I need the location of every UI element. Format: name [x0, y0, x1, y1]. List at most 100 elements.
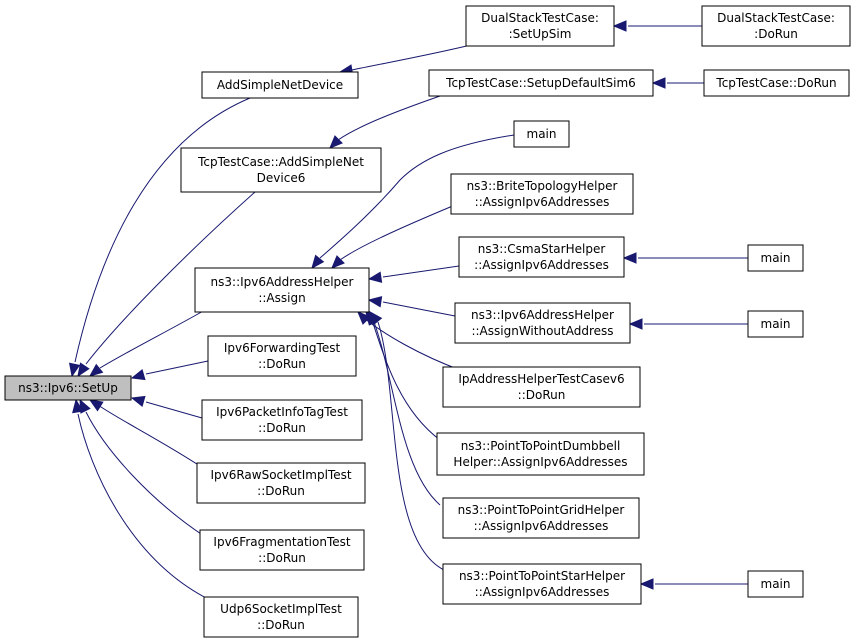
edge-tcpadd-to-root — [77, 191, 256, 378]
edge-csma-to-assign — [367, 265, 460, 283]
node-tcpsetup[interactable]: TcpTestCase::SetupDefaultSim6 — [428, 69, 654, 97]
node-box — [207, 335, 357, 377]
node-star[interactable]: ns3::PointToPointStarHelper::AssignIpv6A… — [442, 563, 642, 605]
arrowhead — [367, 296, 383, 308]
node-dumbbell[interactable]: ns3::PointToPointDumbbellHelper::AssignI… — [436, 432, 645, 476]
node-box — [513, 120, 570, 148]
edge-line — [74, 97, 251, 363]
node-label-line: ::DoRun — [257, 618, 305, 632]
node-label-line: Ipv6ForwardingTest — [224, 341, 341, 355]
node-box — [747, 244, 804, 272]
node-brite[interactable]: ns3::BriteTopologyHelper::AssignIpv6Addr… — [450, 173, 634, 215]
edge-frag-to-root — [79, 398, 205, 537]
arrowhead — [651, 77, 666, 89]
arrowhead — [357, 311, 371, 325]
node-box — [442, 563, 642, 605]
node-label-line: DualStackTestCase: — [481, 11, 599, 25]
edge-line — [85, 411, 205, 537]
node-box — [194, 267, 370, 313]
edge-line — [85, 191, 256, 365]
edge-line — [351, 43, 476, 71]
node-label-line: ns3::Ipv6AddressHelper — [471, 308, 614, 322]
arrowhead — [311, 254, 325, 270]
node-label-line: ns3::CsmaStarHelper — [478, 242, 606, 256]
node-label-line: ::DoRun — [258, 357, 306, 371]
node-root[interactable]: ns3::Ipv6::SetUp — [4, 375, 132, 401]
arrowhead — [612, 20, 627, 32]
node-label-line: IpAddressHelperTestCasev6 — [458, 372, 624, 386]
edge-tcprun-to-tcpsetup — [651, 77, 704, 89]
edge-line — [99, 309, 206, 369]
node-box — [747, 310, 804, 338]
arrowhead — [628, 318, 643, 330]
node-box — [703, 69, 850, 97]
edge-main0-to-assign — [311, 134, 515, 270]
node-main3[interactable]: main — [747, 570, 804, 598]
node-pkt[interactable]: Ipv6PacketInfoTagTest::DoRun — [201, 399, 363, 441]
node-fwd[interactable]: Ipv6ForwardingTest::DoRun — [207, 335, 357, 377]
node-label-line: TcpTestCase::AddSimpleNet — [197, 155, 364, 169]
node-box — [436, 432, 645, 476]
node-box — [201, 399, 363, 441]
node-label-line: DualStackTestCase: — [717, 11, 835, 25]
node-box — [4, 375, 132, 401]
node-label-line: ::DoRun — [518, 388, 566, 402]
node-label-line: ns3::PointToPointDumbbell — [461, 439, 621, 453]
arrowhead — [639, 578, 654, 590]
node-udp[interactable]: Udp6SocketImplTest::DoRun — [203, 596, 359, 638]
edge-raw-to-root — [88, 399, 201, 467]
edge-line — [371, 319, 441, 441]
node-box — [450, 173, 634, 215]
node-csma[interactable]: ns3::CsmaStarHelper::AssignIpv6Addresses — [458, 236, 625, 278]
node-label-line: :DoRun — [754, 27, 798, 41]
arrowhead — [68, 362, 81, 378]
node-label-line: ::AssignIpv6Addresses — [474, 258, 609, 272]
node-label-line: main — [761, 251, 791, 265]
arrowhead — [622, 252, 637, 264]
edge-assign-to-root — [88, 309, 206, 377]
node-assign[interactable]: ns3::Ipv6AddressHelper::Assign — [194, 267, 370, 313]
edge-line — [363, 317, 461, 371]
node-iptest[interactable]: IpAddressHelperTestCasev6::DoRun — [442, 366, 641, 408]
node-frag[interactable]: Ipv6FragmentationTest::DoRun — [199, 529, 365, 571]
arrowhead — [79, 398, 91, 414]
edge-line — [145, 360, 209, 375]
edge-addsimple-to-root — [68, 97, 251, 378]
node-dualsetup[interactable]: DualStackTestCase::SetUpSim — [465, 5, 615, 47]
edges-layer — [68, 20, 748, 601]
node-label-line: Ipv6PacketInfoTagTest — [216, 405, 348, 419]
edge-line — [77, 413, 211, 601]
nodes-layer: ns3::Ipv6::SetUpAddSimpleNetDeviceTcpTes… — [4, 5, 851, 638]
edge-pkt-to-root — [130, 395, 203, 419]
node-raw[interactable]: Ipv6RawSocketImplTest::DoRun — [196, 462, 366, 504]
node-main2[interactable]: main — [747, 310, 804, 338]
node-box — [196, 462, 366, 504]
arrowhead — [329, 135, 343, 149]
node-box — [701, 5, 851, 47]
node-without[interactable]: ns3::Ipv6AddressHelper::AssignWithoutAdd… — [454, 302, 631, 344]
node-label-line: TcpTestCase::SetupDefaultSim6 — [445, 76, 636, 90]
node-tcprun[interactable]: TcpTestCase::DoRun — [703, 69, 850, 97]
node-grid[interactable]: ns3::PointToPointGridHelper::AssignIpv6A… — [442, 497, 640, 539]
node-main1[interactable]: main — [747, 244, 804, 272]
node-label-line: ns3::Ipv6AddressHelper — [211, 275, 354, 289]
edge-line — [337, 95, 441, 141]
node-box — [442, 497, 640, 539]
edge-line — [377, 321, 445, 571]
node-label-line: Helper::AssignIpv6Addresses — [453, 455, 627, 469]
node-box — [428, 69, 654, 97]
arrowhead — [130, 369, 146, 381]
node-dualrun[interactable]: DualStackTestCase::DoRun — [701, 5, 851, 47]
edge-tcpsetup-to-tcpadd — [329, 95, 441, 149]
node-label-line: main — [527, 127, 557, 141]
node-label-line: TcpTestCase::DoRun — [715, 76, 836, 90]
edge-main1-to-csma — [622, 252, 748, 264]
node-addsimple[interactable]: AddSimpleNetDevice — [201, 71, 359, 99]
node-main0[interactable]: main — [513, 120, 570, 148]
edge-brite-to-assign — [331, 204, 456, 269]
node-box — [201, 71, 359, 99]
edge-udp-to-root — [72, 398, 211, 601]
node-label-line: Udp6SocketImplTest — [220, 602, 342, 616]
